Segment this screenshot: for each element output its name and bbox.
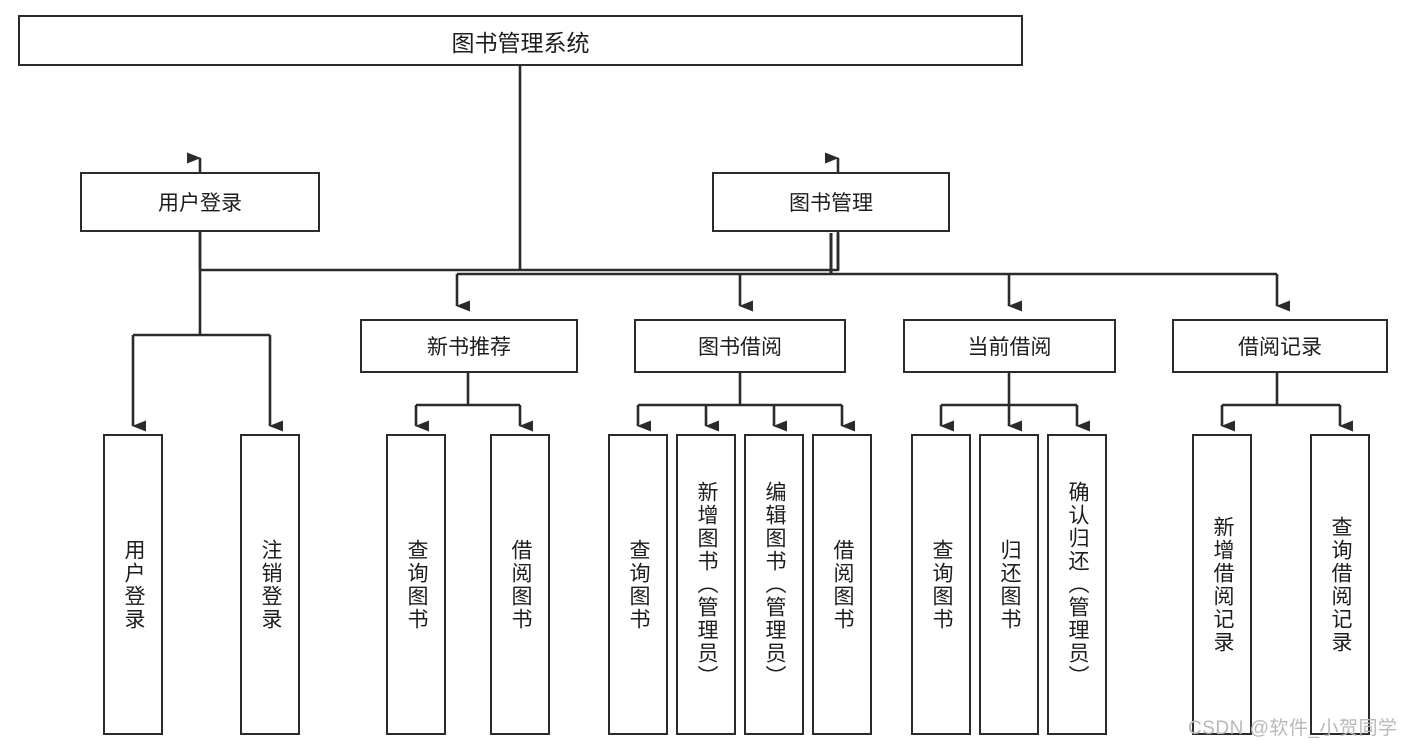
leaf-current-borrow-query[interactable]: 查询图书 bbox=[911, 434, 971, 735]
node-book-borrow[interactable]: 图书借阅 bbox=[634, 319, 846, 373]
leaf-book-borrow-query-label: 查询图书 bbox=[627, 538, 651, 631]
leaf-new-book-query-label: 查询图书 bbox=[405, 538, 429, 631]
leaf-book-borrow-edit-label: 编辑图书（管理员） bbox=[763, 481, 787, 688]
leaf-current-borrow-confirm-label: 确认归还（管理员） bbox=[1066, 481, 1090, 688]
leaf-borrow-record-query-label: 查询借阅记录 bbox=[1329, 515, 1353, 654]
node-user-login-label: 用户登录 bbox=[158, 192, 242, 215]
leaf-current-borrow-confirm[interactable]: 确认归还（管理员） bbox=[1047, 434, 1107, 735]
node-borrow-record[interactable]: 借阅记录 bbox=[1172, 319, 1388, 373]
leaf-book-borrow-edit[interactable]: 编辑图书（管理员） bbox=[744, 434, 804, 735]
leaf-current-borrow-return-label: 归还图书 bbox=[998, 538, 1022, 631]
csdn-watermark: CSDN @软件_小贺同学 bbox=[1188, 718, 1398, 739]
leaf-borrow-record-add-label: 新增借阅记录 bbox=[1211, 515, 1235, 654]
node-book-borrow-label: 图书借阅 bbox=[698, 336, 782, 359]
node-root-label: 图书管理系统 bbox=[451, 29, 590, 56]
leaf-user-login-logout[interactable]: 注销登录 bbox=[240, 434, 300, 735]
leaf-new-book-query[interactable]: 查询图书 bbox=[386, 434, 446, 735]
leaf-current-borrow-return[interactable]: 归还图书 bbox=[979, 434, 1039, 735]
node-user-login[interactable]: 用户登录 bbox=[80, 172, 320, 232]
leaf-user-login-login-label: 用户登录 bbox=[122, 538, 146, 631]
leaf-book-borrow-add[interactable]: 新增图书（管理员） bbox=[676, 434, 736, 735]
node-book-management-label: 图书管理 bbox=[789, 192, 873, 215]
leaf-new-book-borrow-label: 借阅图书 bbox=[509, 538, 533, 631]
leaf-book-borrow-query[interactable]: 查询图书 bbox=[608, 434, 668, 735]
leaf-book-borrow-add-label: 新增图书（管理员） bbox=[695, 481, 719, 688]
leaf-book-borrow-borrow-label: 借阅图书 bbox=[831, 538, 855, 631]
node-new-book-recommend[interactable]: 新书推荐 bbox=[360, 319, 578, 373]
node-current-borrow-label: 当前借阅 bbox=[967, 336, 1052, 359]
leaf-current-borrow-query-label: 查询图书 bbox=[930, 538, 954, 631]
node-borrow-record-label: 借阅记录 bbox=[1238, 336, 1322, 359]
node-new-book-recommend-label: 新书推荐 bbox=[427, 336, 511, 359]
leaf-borrow-record-query[interactable]: 查询借阅记录 bbox=[1310, 434, 1370, 735]
leaf-user-login-login[interactable]: 用户登录 bbox=[103, 434, 163, 735]
node-book-management[interactable]: 图书管理 bbox=[712, 172, 950, 232]
leaf-user-login-logout-label: 注销登录 bbox=[259, 538, 283, 631]
leaf-book-borrow-borrow[interactable]: 借阅图书 bbox=[812, 434, 872, 735]
node-root[interactable]: 图书管理系统 bbox=[18, 15, 1023, 66]
node-current-borrow[interactable]: 当前借阅 bbox=[903, 319, 1116, 373]
leaf-borrow-record-add[interactable]: 新增借阅记录 bbox=[1192, 434, 1252, 735]
leaf-new-book-borrow[interactable]: 借阅图书 bbox=[490, 434, 550, 735]
